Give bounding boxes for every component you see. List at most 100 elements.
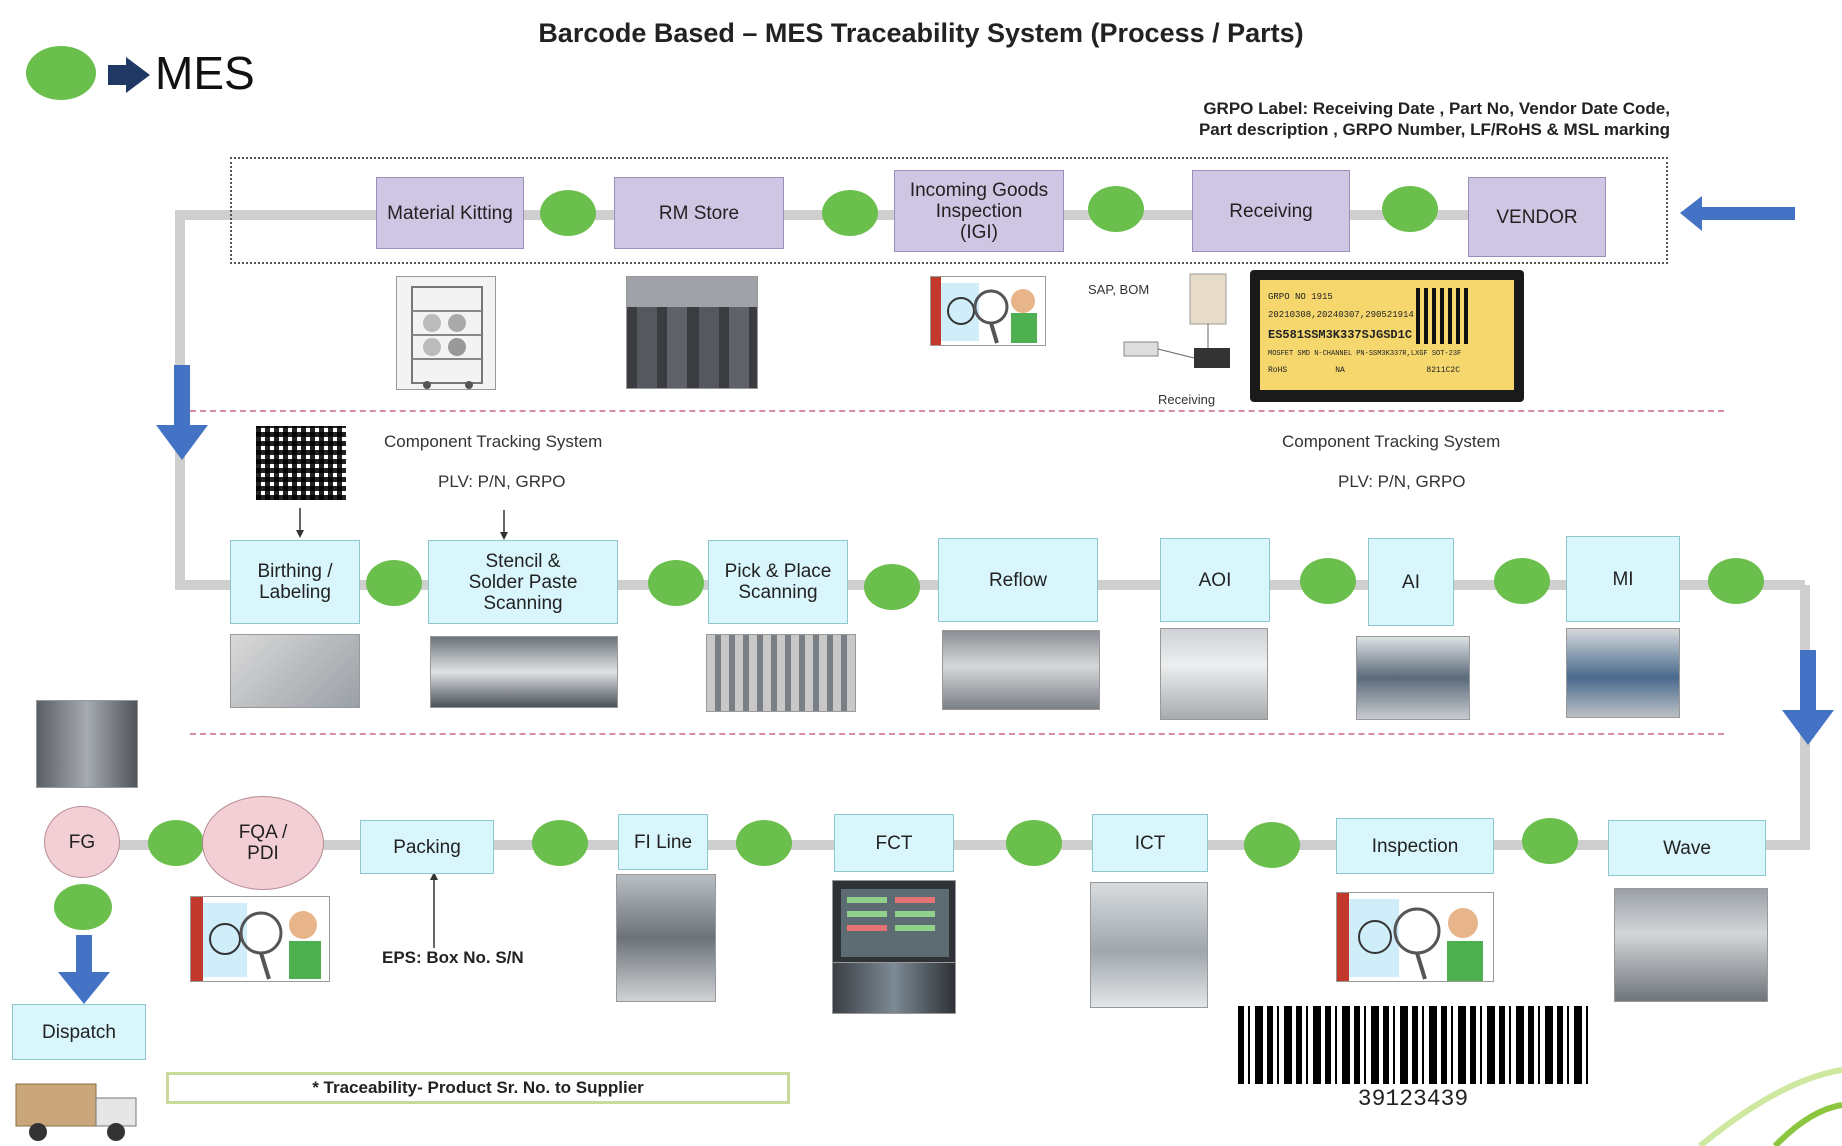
barcode-bars-icon xyxy=(1238,1006,1588,1084)
sticker-line-3: ES581SSM3K337SJGSD1C xyxy=(1268,328,1413,342)
traceability-note: * Traceability- Product Sr. No. to Suppl… xyxy=(166,1072,790,1104)
igi-line-3: (IGI) xyxy=(960,221,998,243)
eps-box-caption: EPS: Box No. S/N xyxy=(382,948,524,967)
mes-checkpoint-dot xyxy=(1708,558,1764,604)
process-aoi[interactable]: AOI xyxy=(1160,538,1270,622)
ai-machine-photo xyxy=(1356,636,1470,720)
igi-inspection-illustration xyxy=(930,276,1046,346)
rm-store-shelves-photo xyxy=(626,276,758,389)
component-tracking-left-title: Component Tracking System xyxy=(384,432,603,451)
birthing-labeling-photo xyxy=(230,634,360,708)
arrow-down-dispatch xyxy=(58,935,110,1004)
receiving-system-illustration xyxy=(1110,262,1236,388)
mes-checkpoint-dot xyxy=(1088,186,1144,232)
process-rm-store[interactable]: RM Store xyxy=(614,177,784,249)
component-tracking-right-title: Component Tracking System xyxy=(1282,432,1501,451)
igi-line-2: Inspection xyxy=(935,200,1023,222)
process-fg[interactable]: FG xyxy=(44,806,120,878)
mes-checkpoint-dot xyxy=(648,560,704,606)
fqa-inspection-illustration xyxy=(190,896,330,982)
mes-checkpoint-dot xyxy=(148,820,204,866)
mes-checkpoint-dot xyxy=(1300,558,1356,604)
stencil-printer-photo xyxy=(430,636,618,708)
grpo-line-2: Part description , GRPO Number, LF/RoHS … xyxy=(1198,120,1670,139)
arrow-down-right xyxy=(1782,650,1834,745)
fct-tester-screen-photo xyxy=(832,880,956,964)
grpo-label-description: GRPO Label: Receiving Date , Part No, Ve… xyxy=(1180,98,1670,140)
process-material-kitting[interactable]: Material Kitting xyxy=(376,177,524,249)
sticker-line-4: MOSFET SMD N-CHANNEL PN-SSM3K337R,LXGF S… xyxy=(1268,350,1462,358)
product-barcode: 39123439 xyxy=(1232,1002,1594,1112)
barcode-number: 39123439 xyxy=(1357,1086,1469,1112)
process-vendor[interactable]: VENDOR xyxy=(1468,177,1606,257)
mes-checkpoint-dot xyxy=(532,820,588,866)
arrow-left-into-vendor xyxy=(1680,196,1795,231)
sap-bom-caption: SAP, BOM xyxy=(1088,282,1150,297)
stencil-line-1: Stencil & xyxy=(485,550,561,572)
inspection-illustration xyxy=(1336,892,1494,982)
birthing-line-1: Birthing / xyxy=(257,561,333,582)
mes-checkpoint-dot xyxy=(1006,820,1062,866)
fi-line-photo xyxy=(616,874,716,1002)
mes-checkpoint-dot xyxy=(864,564,920,610)
receiving-caption: Receiving xyxy=(1158,392,1216,407)
process-fct[interactable]: FCT xyxy=(834,814,954,872)
receiving-stage-boundary xyxy=(230,157,1668,264)
mes-checkpoint-dot xyxy=(54,884,112,930)
process-wave[interactable]: Wave xyxy=(1608,820,1766,876)
component-tracking-left-sub: PLV: P/N, GRPO xyxy=(438,472,566,491)
ict-tester-photo xyxy=(1090,882,1208,1008)
aoi-machine-photo xyxy=(1160,628,1268,720)
reflow-oven-photo xyxy=(942,630,1100,710)
wave-solder-machine-photo xyxy=(1614,888,1768,1002)
process-ai[interactable]: AI xyxy=(1368,538,1454,626)
sticker-line-2: 20210308,20240307,290521914 xyxy=(1268,310,1414,320)
mes-checkpoint-dot xyxy=(1494,558,1550,604)
process-reflow[interactable]: Reflow xyxy=(938,538,1098,622)
process-mi[interactable]: MI xyxy=(1566,536,1680,622)
process-inspection[interactable]: Inspection xyxy=(1336,818,1494,874)
process-ict[interactable]: ICT xyxy=(1092,814,1208,872)
fct-fixture-photo xyxy=(832,962,956,1014)
process-pick-place-scanning[interactable]: Pick & Place Scanning xyxy=(708,540,848,624)
birthing-line-2: Labeling xyxy=(259,582,331,603)
process-incoming-goods-inspection[interactable]: Incoming Goods Inspection (IGI) xyxy=(894,170,1064,252)
section-divider xyxy=(190,410,1724,412)
process-birthing-labeling[interactable]: Birthing / Labeling xyxy=(230,540,360,624)
process-dispatch[interactable]: Dispatch xyxy=(12,1004,146,1060)
sticker-qr-code-icon xyxy=(1416,288,1472,344)
legend-arrow-icon xyxy=(108,57,150,93)
mes-checkpoint-dot xyxy=(1382,186,1438,232)
fg-warehouse-photo xyxy=(36,700,138,788)
dispatch-truck-icon xyxy=(12,1072,146,1144)
arrow-down-left xyxy=(156,365,208,460)
component-tracking-right-sub: PLV: P/N, GRPO xyxy=(1338,472,1466,491)
mes-checkpoint-dot xyxy=(822,190,878,236)
igi-line-1: Incoming Goods xyxy=(909,179,1049,201)
stencil-line-3: Scanning xyxy=(483,592,563,614)
pick-place-machine-photo xyxy=(706,634,856,712)
grpo-line-1: GRPO Label: Receiving Date , Part No, Ve… xyxy=(1203,99,1670,118)
fqa-line-1: FQA / xyxy=(238,822,288,843)
process-stencil-solder-paste[interactable]: Stencil & Solder Paste Scanning xyxy=(428,540,618,624)
sticker-line-5: RoHS NA 8211C2C xyxy=(1268,366,1461,375)
legend-mes-label: MES xyxy=(155,47,255,99)
mi-manual-insertion-photo xyxy=(1566,628,1680,718)
process-fi-line[interactable]: FI Line xyxy=(618,814,708,870)
process-packing[interactable]: Packing xyxy=(360,820,494,874)
mes-checkpoint-dot xyxy=(1244,822,1300,868)
fqa-line-2: PDI xyxy=(247,843,279,864)
material-kitting-rack-photo xyxy=(396,276,496,390)
qr-code-icon xyxy=(254,424,348,502)
section-divider xyxy=(190,733,1724,735)
sticker-line-1: GRPO NO 1915 xyxy=(1268,292,1333,302)
mes-checkpoint-dot xyxy=(1522,818,1578,864)
stencil-line-2: Solder Paste xyxy=(468,571,578,593)
mes-checkpoint-dot xyxy=(736,820,792,866)
page-title: Barcode Based – MES Traceability System … xyxy=(538,18,1304,48)
grpo-label-sticker: GRPO NO 1915 20210308,20240307,290521914… xyxy=(1250,270,1524,402)
process-receiving[interactable]: Receiving xyxy=(1192,170,1350,252)
pick-place-line-2: Scanning xyxy=(738,582,818,603)
mes-checkpoint-dot xyxy=(366,560,422,606)
process-fqa-pdi[interactable]: FQA / PDI xyxy=(202,796,324,890)
